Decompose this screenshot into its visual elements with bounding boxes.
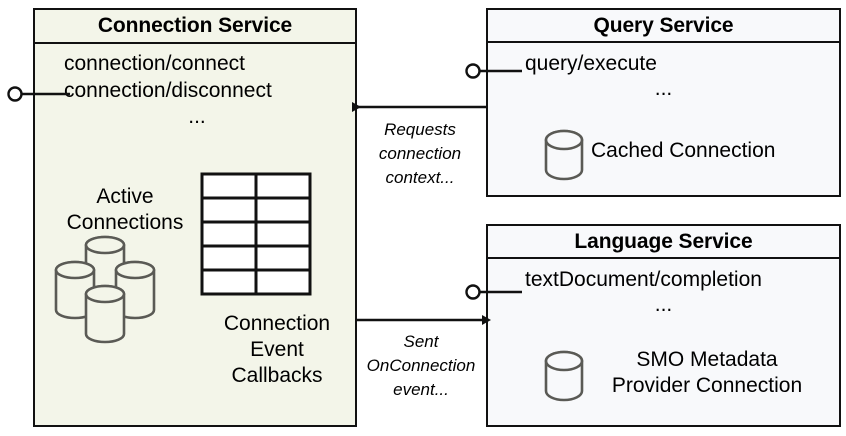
database-icon [544, 350, 584, 402]
smo-metadata-provider-connection-label: SMO Metadata Provider Connection [582, 347, 832, 399]
requests-note-line2: connection [378, 144, 462, 163]
active-connections-label-line1: Active [96, 185, 154, 208]
requests-note-line3: context... [385, 168, 455, 187]
sent-note-line1: Sent [403, 332, 439, 351]
sent-note-line2: OnConnection [366, 356, 476, 375]
smo-label-line2: Provider Connection [611, 374, 803, 397]
connection-event-callbacks-label: Connection Event Callbacks [195, 311, 355, 389]
query-service-title: Query Service [488, 10, 839, 43]
connection-service-body: connection/connect connection/disconnect… [35, 44, 355, 425]
endpoint-textdocument-completion: textDocument/completion [525, 268, 762, 291]
cached-connection-label: Cached Connection [591, 139, 776, 162]
smo-label-line1: SMO Metadata [636, 348, 778, 371]
connection-service-title: Connection Service [35, 10, 355, 44]
endpoint-query-execute: query/execute [525, 52, 657, 75]
callbacks-label-line3: Callbacks [231, 364, 323, 387]
query-service-ellipsis: ... [654, 77, 673, 100]
endpoint-connection-disconnect: connection/disconnect [64, 79, 272, 102]
database-cluster-icon [54, 235, 156, 344]
annotation-requests-connection-context: Requests connection context... [356, 118, 484, 190]
table-grid-icon [200, 172, 312, 296]
database-icon [544, 129, 584, 181]
endpoint-connection-connect: connection/connect [64, 52, 245, 75]
component-language-service[interactable]: Language Service textDocument/completion… [486, 224, 841, 427]
connection-service-ellipsis: ... [188, 105, 206, 128]
query-service-body: query/execute ... Cached Connection [488, 43, 839, 195]
sent-note-line3: event... [393, 380, 449, 399]
active-connections-label: Active Connections [49, 184, 201, 236]
language-service-body: textDocument/completion ... SMO Metadata… [488, 259, 839, 425]
component-query-service[interactable]: Query Service query/execute ... Cached C… [486, 8, 841, 197]
callbacks-label-line2: Event [250, 338, 304, 361]
callbacks-label-line1: Connection [223, 312, 331, 335]
annotation-sent-onconnection-event: Sent OnConnection event... [358, 330, 484, 402]
language-service-ellipsis: ... [654, 293, 673, 316]
active-connections-label-line2: Connections [66, 211, 184, 234]
language-service-title: Language Service [488, 226, 839, 259]
requests-note-line1: Requests [384, 120, 456, 139]
